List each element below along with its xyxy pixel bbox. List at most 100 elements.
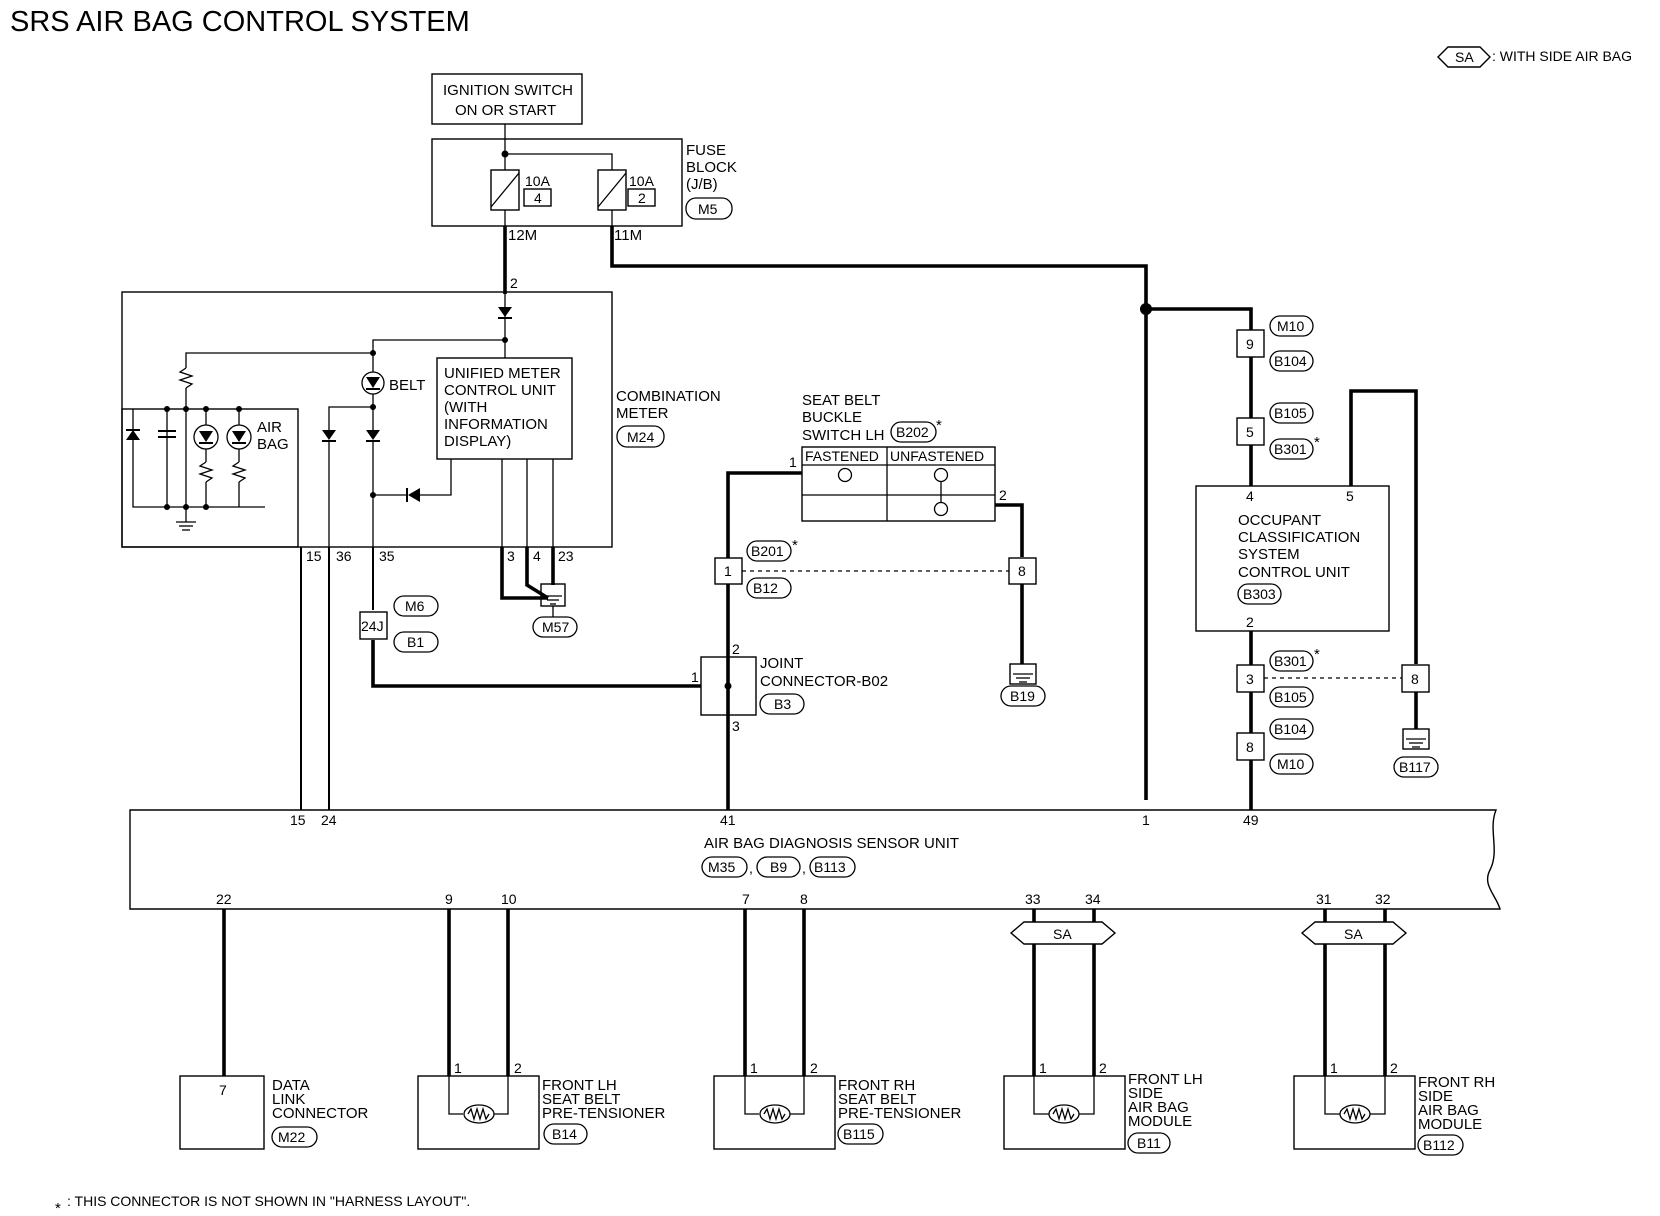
joint-pin1: 1 [691, 669, 699, 685]
fuse-term-b: 11M [614, 227, 642, 244]
meter-pin23: 23 [558, 548, 574, 564]
front-lh-side-label4: MODULE [1128, 1113, 1192, 1130]
sensor-sep1: , [749, 860, 753, 876]
sensor-top-pin-49: 49 [1243, 812, 1259, 828]
sensor-bot-pin-7: 7 [742, 891, 750, 907]
sensor-sep2: , [802, 860, 806, 876]
front-lh-side-label3: AIR BAG [1128, 1099, 1189, 1116]
b301-low-pin: 3 [1246, 671, 1254, 687]
fuse-block: 10A 4 10A 2 FUSE BLOCK (J/B) M5 12M 11M [431, 124, 737, 244]
b104-low-pin: 8 [1246, 739, 1254, 755]
front-lh-side-airbag: 1 2 FRONT LH SIDE AIR BAG MODULE B11 [1003, 1060, 1203, 1154]
connector-b105-top: 5 B105 B301 * [1236, 402, 1320, 460]
fuse-block-label3: (J/B) [686, 176, 718, 193]
connector-b1: B1 [407, 634, 424, 650]
front-lh-pretensioner: 1 2 FRONT LH SEAT BELT PRE-TENSIONER B14 [417, 1060, 666, 1150]
umcu-line4: INFORMATION [444, 416, 548, 433]
wire-to-m10 [1146, 307, 1253, 338]
front-rh-side-label4: MODULE [1418, 1116, 1482, 1133]
occupant-label2: CLASSIFICATION [1238, 529, 1360, 546]
front-lh-side-p1: 1 [1039, 1060, 1047, 1076]
joint-label1: JOINT [760, 655, 803, 672]
occupant-label1: OCCUPANT [1238, 512, 1321, 529]
legend-text: : WITH SIDE AIR BAG [1492, 48, 1632, 64]
front-rh-pt-label3: PRE-TENSIONER [838, 1105, 962, 1122]
front-rh-side-p2: 2 [1390, 1060, 1398, 1076]
m10-top-pin: 9 [1246, 336, 1254, 352]
front-rh-pt-label1: FRONT RH [838, 1077, 915, 1094]
dlc-connector: M22 [278, 1129, 305, 1145]
sensor-bot-pin-33: 33 [1025, 891, 1041, 907]
dlc-label2: LINK [272, 1091, 305, 1108]
b201-top: B201 [751, 543, 784, 559]
connector-24j: 24J M6 B1 [359, 595, 439, 653]
occupant-connector: B303 [1243, 586, 1276, 602]
joint-label2: CONNECTOR-B02 [760, 673, 888, 690]
connector-b104-low: 8 B104 M10 [1236, 718, 1314, 775]
dlc-label3: CONNECTOR [272, 1105, 369, 1122]
data-link-connector: 7 DATA LINK CONNECTOR M22 [179, 1075, 369, 1150]
connector-24j-pin: 24J [361, 618, 384, 634]
ignition-line2: ON OR START [455, 102, 556, 119]
sensor-top-pin-1: 1 [1142, 812, 1150, 828]
connector-m10-top: 9 M10 B104 [1236, 315, 1314, 372]
buckle-pin1: 1 [789, 454, 797, 470]
meter-pin3: 3 [507, 548, 515, 564]
buckle-label1: SEAT BELT [802, 392, 880, 409]
fuse-term-a: 12M [508, 227, 537, 244]
seat-belt-buckle-switch: SEAT BELT BUCKLE SWITCH LH B202 * FASTEN… [789, 392, 1007, 522]
dlc-label1: DATA [272, 1077, 310, 1094]
sensor-label: AIR BAG DIAGNOSIS SENSOR UNIT [704, 835, 959, 852]
front-lh-side-p2: 2 [1099, 1060, 1107, 1076]
fuse-b-num: 2 [638, 190, 646, 206]
m10-top-label: M10 [1277, 318, 1304, 334]
b301-top-star: * [1314, 434, 1320, 451]
wire-occupant-5 [1349, 389, 1418, 664]
legend: SA : WITH SIDE AIR BAG [1437, 46, 1632, 68]
front-rh-side-label3: AIR BAG [1418, 1102, 1479, 1119]
occupant-classification-unit: 4 5 OCCUPANT CLASSIFICATION SYSTEM CONTR… [1195, 485, 1390, 632]
b19-label: B19 [1010, 688, 1035, 704]
occupant-pin5: 5 [1346, 488, 1354, 504]
buckle-connector: B202 [896, 424, 929, 440]
fuse-block-connector: M5 [698, 201, 718, 217]
b201-pin-left: 1 [724, 563, 732, 579]
occupant-label3: SYSTEM [1238, 546, 1300, 563]
front-rh-pt-p2: 2 [810, 1060, 818, 1076]
meter-pin15: 15 [306, 548, 322, 564]
front-rh-side-p1: 1 [1330, 1060, 1338, 1076]
front-lh-side-label2: SIDE [1128, 1085, 1163, 1102]
buckle-label2: BUCKLE [802, 409, 862, 426]
page-title: SRS AIR BAG CONTROL SYSTEM [10, 6, 470, 38]
connector-b301-low: 3 8 B301 * B105 [1236, 646, 1430, 708]
front-lh-pt-label2: SEAT BELT [542, 1091, 620, 1108]
occupant-pin4: 4 [1246, 488, 1254, 504]
umcu-line5: DISPLAY) [444, 433, 511, 450]
belt-label: BELT [389, 377, 425, 394]
front-lh-pt-p2: 2 [514, 1060, 522, 1076]
b201-pin-right: 8 [1018, 563, 1026, 579]
footnote-star: * [55, 1200, 61, 1216]
sensor-connector-b9: B9 [770, 859, 787, 875]
b105-low-label: B105 [1274, 689, 1307, 705]
front-rh-side-label2: SIDE [1418, 1088, 1453, 1105]
wire-to-joint [371, 640, 701, 688]
meter-pin4: 4 [533, 548, 541, 564]
wire-buckle-1 [726, 471, 802, 560]
sa-badge-shape [1437, 46, 1491, 68]
wire-buckle-2 [995, 503, 1024, 557]
b12-label: B12 [753, 580, 778, 596]
sensor-bot-pin-34: 34 [1085, 891, 1101, 907]
combination-meter: COMBINATION METER M24 BELT [121, 291, 721, 564]
sensor-top-pin-41: 41 [720, 812, 736, 828]
umcu-line3: (WITH [444, 399, 487, 416]
sensor-top-pin-24: 24 [321, 812, 337, 828]
front-rh-pretensioner: 1 2 FRONT RH SEAT BELT PRE-TENSIONER B11… [713, 1060, 962, 1150]
meter-in-pin: 2 [510, 275, 518, 291]
buckle-unfastened: UNFASTENED [890, 448, 984, 464]
sensor-bot-pin-22: 22 [216, 891, 232, 907]
sensor-bot-pin-8: 8 [800, 891, 808, 907]
joint-pin2: 2 [732, 641, 740, 657]
fuse-block-label2: BLOCK [686, 159, 737, 176]
